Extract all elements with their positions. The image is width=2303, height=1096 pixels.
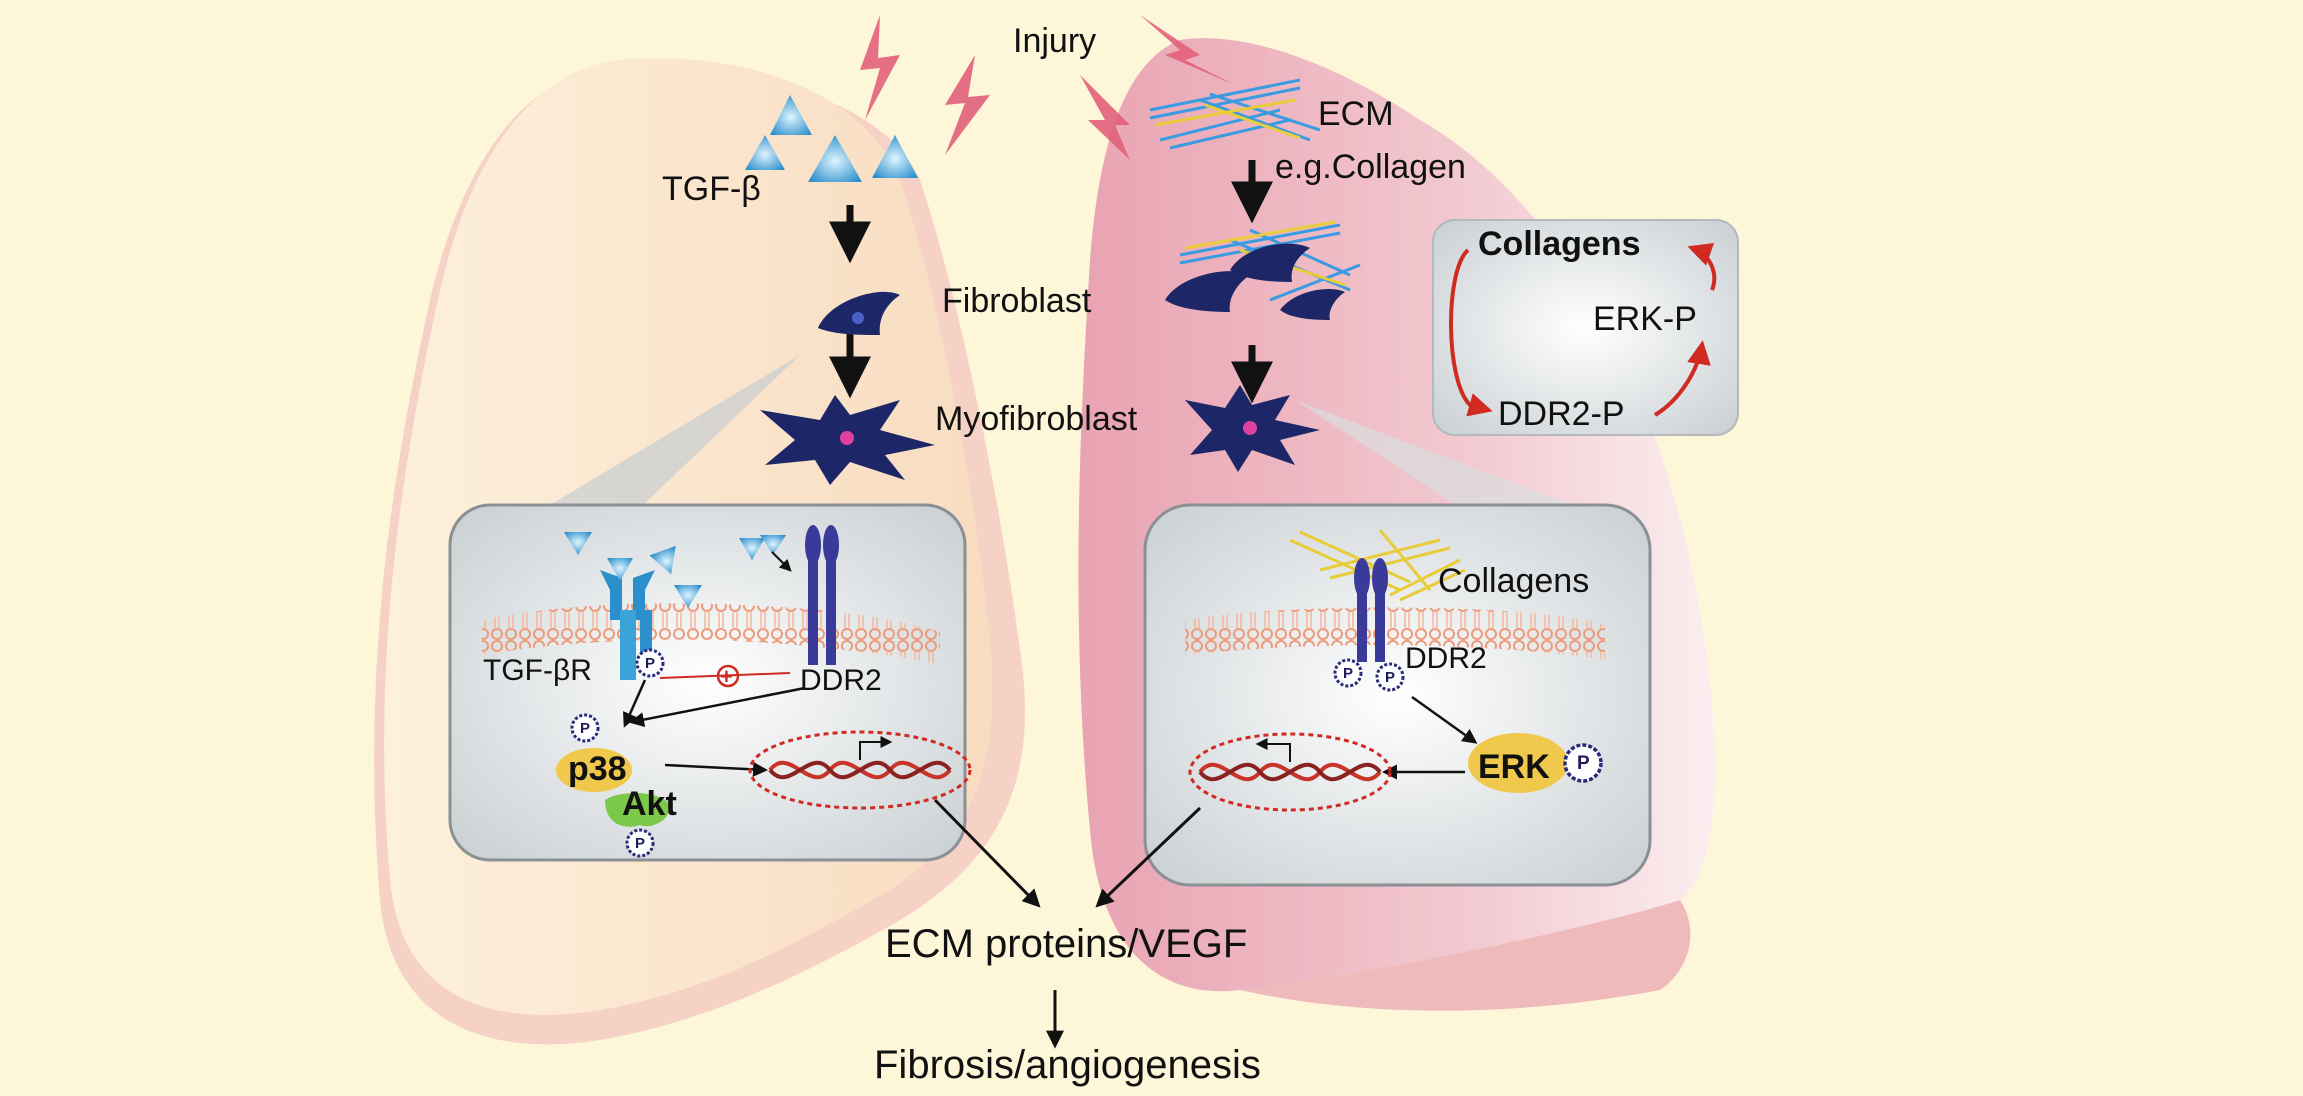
collagens-right-label: Collagens: [1438, 562, 1589, 600]
p38-protein: [556, 748, 632, 792]
fibrosis-angiogenesis-label: Fibrosis/angiogenesis: [874, 1043, 1261, 1087]
akt-protein: [605, 793, 671, 827]
tgf-beta-label: TGF-β: [662, 170, 761, 208]
loop-arrow-ddr2-to-erk: [1653, 340, 1711, 417]
ddr2-tgfbr-link: [659, 672, 791, 679]
tgf-beta-ligands: [745, 95, 918, 182]
myofibroblast-cell-left: [760, 395, 935, 485]
left-cell-detail-box: TGF-βR P DDR2 + p38 P: [448, 503, 972, 862]
tgf-beta-receptor: [600, 570, 655, 680]
output-arrows: [933, 798, 1202, 1049]
phospho-badge-ddr2-b: P: [1375, 662, 1405, 692]
tgfbr-to-p38-arrow: [623, 679, 647, 728]
ddr2-to-erk-arrow: [1411, 695, 1478, 744]
tgf-beta-r-label: TGF-βR: [483, 654, 592, 687]
loop-arrow-erk-to-collagens: [1687, 243, 1717, 291]
ddr2-to-p38-arrow: [629, 686, 806, 728]
feedback-ddr2-p-label: DDR2-P: [1498, 395, 1625, 433]
loop-arrow-collagens-to-ddr2: [1449, 248, 1493, 417]
erk-protein: [1468, 733, 1568, 793]
p38-label: p38: [568, 750, 627, 788]
p38-to-nucleus-arrow: [664, 761, 768, 777]
erk-label: ERK: [1478, 748, 1550, 786]
zoom-wedge-right: [1295, 400, 1580, 508]
svg-text:P: P: [580, 720, 590, 737]
ddr2-left-label: DDR2: [800, 664, 882, 697]
svg-text:+: +: [720, 664, 733, 689]
tgf-beta-near-ddr2: [739, 535, 786, 560]
phospho-badge-p38: P: [570, 713, 600, 743]
tgf-beta-ligands-bound: [564, 532, 702, 608]
svg-text:P: P: [1343, 665, 1353, 682]
fibroblast-label: Fibroblast: [942, 282, 1092, 320]
ddr2-receptor-left: [805, 525, 839, 665]
svg-text:P: P: [645, 655, 655, 672]
ddr2-right-label: DDR2: [1405, 642, 1487, 675]
phospho-badge-erk: P: [1563, 743, 1603, 783]
lightning-bolt-icon: [860, 15, 1235, 160]
ddr2-receptor-right: [1354, 558, 1388, 662]
phospho-badge-akt: P: [625, 828, 655, 858]
svg-text:P: P: [635, 835, 645, 852]
svg-text:P: P: [1577, 753, 1590, 774]
cell-membrane-right: [1185, 607, 1605, 660]
ligand-to-ddr2-arrow: [771, 551, 792, 572]
nucleus-dna-right: [1188, 732, 1392, 812]
feedback-collagens-label: Collagens: [1478, 225, 1640, 263]
collagen-fibers-top: [1149, 78, 1321, 150]
cell-membrane-left: [482, 603, 940, 665]
ecm-proteins-vegf-label: ECM proteins/VEGF: [885, 922, 1247, 966]
feedback-loop-box: Collagens ERK-P DDR2-P: [1432, 219, 1739, 436]
injury-label: Injury: [1013, 22, 1096, 60]
svg-text:P: P: [1385, 669, 1395, 686]
akt-label: Akt: [622, 785, 677, 823]
ecm-label: ECM: [1318, 95, 1394, 133]
fibroblast-cells-right: [1165, 243, 1345, 320]
nucleus-dna-left: [748, 730, 972, 810]
phospho-badge-tgfbr: P: [635, 648, 665, 678]
zoom-wedge-left: [545, 355, 800, 508]
myofibroblast-cell-right: [1185, 385, 1320, 472]
right-cell-detail-box: Collagens DDR2 P P ERK P: [1143, 503, 1652, 887]
eg-collagen-label: e.g.Collagen: [1275, 148, 1466, 186]
fibroblast-cell-left: [818, 291, 900, 335]
phospho-badge-ddr2-a: P: [1333, 658, 1363, 688]
myofibroblast-label: Myofibroblast: [935, 400, 1138, 438]
feedback-erk-p-label: ERK-P: [1593, 300, 1697, 338]
